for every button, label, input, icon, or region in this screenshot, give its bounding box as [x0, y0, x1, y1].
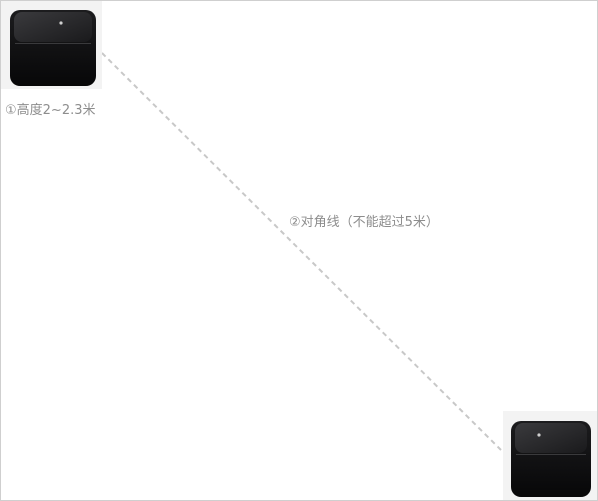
sensor-device-icon — [10, 10, 96, 86]
diagonal-label: ②对角线（不能超过5米） — [289, 215, 439, 230]
height-label: ①高度2~2.3米 — [5, 103, 96, 118]
sensor-cube-top-left — [1, 1, 102, 89]
sensor-cube-bottom-right — [503, 411, 597, 500]
sensor-device-icon — [511, 421, 591, 497]
